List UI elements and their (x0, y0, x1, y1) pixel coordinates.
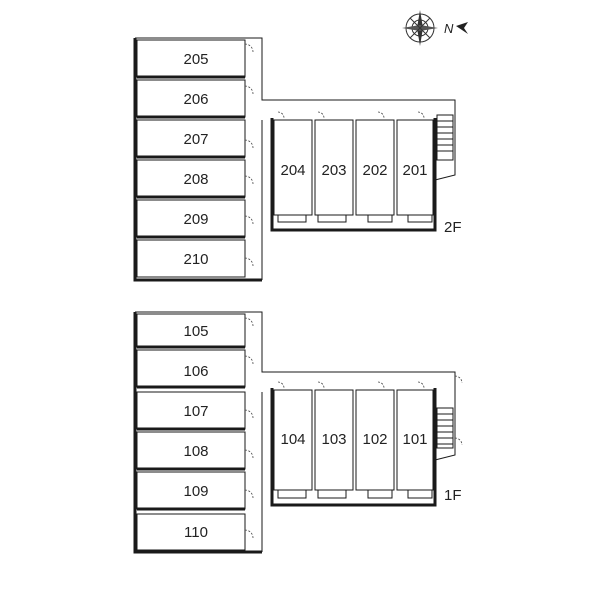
room-label-109: 109 (183, 483, 208, 500)
room-label-103: 103 (321, 431, 346, 448)
wing-outer-wall-2f (133, 38, 262, 282)
block-rooms-1f: 104 103 102 101 (270, 381, 437, 507)
room-label-101: 101 (402, 431, 427, 448)
room-104[interactable]: 104 (273, 381, 313, 491)
wing-rooms-1f: 105 106 107 108 (136, 313, 254, 551)
room-107[interactable]: 107 (136, 391, 254, 431)
room-label-204: 204 (280, 162, 305, 179)
room-210[interactable]: 210 (136, 239, 254, 278)
north-arrow-icon (456, 22, 468, 34)
block-outer-wall-1f (270, 388, 437, 507)
room-109[interactable]: 109 (136, 471, 254, 511)
room-108[interactable]: 108 (136, 431, 254, 471)
floor-1f: 105 106 107 108 (133, 311, 463, 554)
compass-north-label: N (444, 21, 454, 36)
room-103[interactable]: 103 (314, 381, 354, 491)
room-label-205: 205 (183, 51, 208, 68)
wing-rooms-2f: 205 206 207 208 (136, 39, 254, 278)
room-203[interactable]: 203 (314, 111, 354, 216)
room-label-203: 203 (321, 162, 346, 179)
room-label-108: 108 (183, 443, 208, 460)
room-201[interactable]: 201 (396, 111, 434, 216)
block-outer-wall-2f (270, 118, 437, 232)
room-label-201: 201 (402, 162, 427, 179)
room-label-206: 206 (183, 91, 208, 108)
room-102[interactable]: 102 (355, 381, 395, 491)
room-label-207: 207 (183, 131, 208, 148)
room-label-102: 102 (362, 431, 387, 448)
corridor-outline-1f (135, 311, 456, 461)
room-label-106: 106 (183, 363, 208, 380)
room-209[interactable]: 209 (136, 199, 254, 239)
room-204[interactable]: 204 (273, 111, 313, 216)
room-label-110: 110 (184, 524, 208, 541)
room-label-208: 208 (183, 171, 208, 188)
room-110[interactable]: 110 (136, 513, 254, 551)
room-label-104: 104 (280, 431, 305, 448)
block-rooms-2f: 204 203 202 201 (270, 111, 437, 232)
room-label-105: 105 (183, 323, 208, 340)
room-105[interactable]: 105 (136, 313, 254, 349)
room-label-202: 202 (362, 162, 387, 179)
room-205[interactable]: 205 (136, 39, 254, 79)
floor-label-1f: 1F (444, 487, 462, 504)
room-208[interactable]: 208 (136, 159, 254, 199)
room-label-107: 107 (183, 403, 208, 420)
floor-2f: 205 206 207 208 (133, 37, 462, 282)
room-202[interactable]: 202 (355, 111, 395, 216)
floor-label-2f: 2F (444, 219, 462, 236)
room-207[interactable]: 207 (136, 119, 254, 159)
stairs-1f (436, 375, 463, 449)
corridor-outline-2f (135, 37, 456, 181)
room-101[interactable]: 101 (396, 381, 434, 491)
room-label-210: 210 (183, 251, 208, 268)
compass: N (402, 10, 468, 46)
room-206[interactable]: 206 (136, 79, 254, 119)
room-label-209: 209 (183, 211, 208, 228)
compass-rose-icon (402, 10, 438, 46)
room-106[interactable]: 106 (136, 349, 254, 389)
wing-outer-wall-1f (133, 312, 262, 554)
stairs-2f (436, 114, 454, 161)
